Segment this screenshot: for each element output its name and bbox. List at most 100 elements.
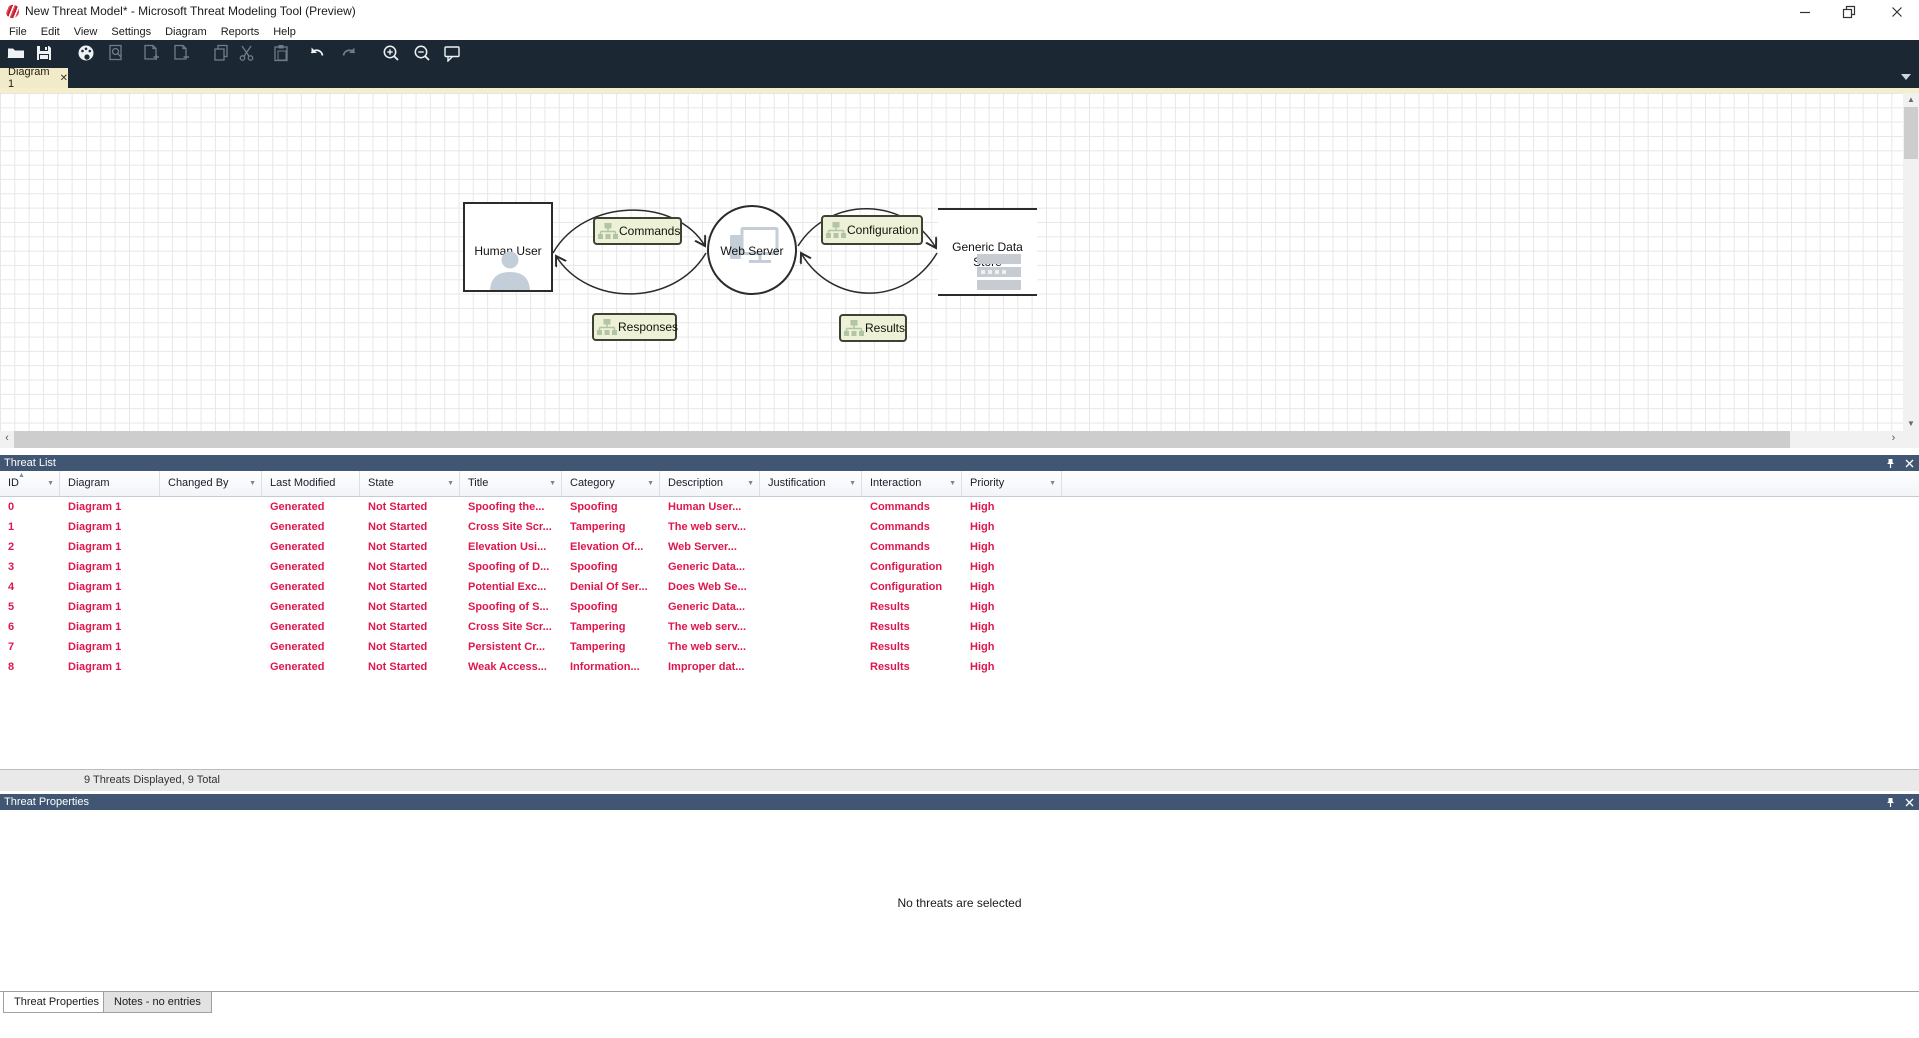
- cell-priority: High: [970, 581, 995, 593]
- bottom-tab-threat[interactable]: Threat Properties: [3, 992, 110, 1013]
- flow-label-responses[interactable]: Responses: [592, 313, 678, 341]
- column-header-interaction[interactable]: Interaction▼: [862, 471, 962, 496]
- zoom-in-icon[interactable]: [382, 44, 402, 62]
- panel-close-icon[interactable]: [1903, 457, 1915, 469]
- canvas-vertical-scrollbar[interactable]: ▲ ▼: [1903, 93, 1919, 431]
- menu-edit[interactable]: Edit: [40, 26, 60, 38]
- scroll-up-icon[interactable]: ▲: [1907, 95, 1915, 104]
- vertical-scroll-thumb[interactable]: [1904, 107, 1918, 159]
- restore-button[interactable]: [1833, 0, 1865, 24]
- node-web-server[interactable]: Web Server: [707, 205, 797, 295]
- cell-diagram: Diagram 1: [68, 641, 122, 653]
- tab-list-dropdown-icon[interactable]: [1901, 74, 1911, 80]
- diagram-canvas[interactable]: Human User Web Server Generic Data Store: [0, 93, 1919, 431]
- panel-close-icon[interactable]: [1903, 796, 1915, 808]
- pin-icon[interactable]: [1884, 457, 1896, 469]
- filter-icon[interactable]: ▼: [747, 480, 754, 487]
- tab-close-icon[interactable]: ✕: [59, 72, 68, 84]
- scroll-left-icon[interactable]: ‹: [5, 432, 9, 444]
- menu-view[interactable]: View: [73, 26, 98, 38]
- scroll-down-icon[interactable]: ▼: [1907, 419, 1915, 428]
- column-header-id[interactable]: ID▲▼: [0, 471, 60, 496]
- filter-icon[interactable]: ▼: [447, 480, 454, 487]
- flow-results-arc[interactable]: [801, 253, 938, 294]
- paste-icon[interactable]: [272, 44, 292, 62]
- undo-icon[interactable]: [308, 44, 328, 62]
- copy-icon[interactable]: [212, 44, 232, 62]
- tab-diagram-1[interactable]: Diagram 1 ✕: [0, 66, 68, 90]
- column-header-diagram[interactable]: Diagram: [60, 471, 160, 496]
- minimize-button[interactable]: [1789, 0, 1821, 24]
- remove-page-icon[interactable]: [172, 44, 192, 62]
- cell-justification: [760, 497, 862, 517]
- filter-icon[interactable]: ▼: [647, 480, 654, 487]
- node-human-user[interactable]: Human User: [463, 202, 553, 292]
- save-icon[interactable]: [35, 44, 55, 62]
- menu-file[interactable]: File: [9, 26, 27, 38]
- column-header-priority[interactable]: Priority▼: [962, 471, 1062, 496]
- column-header-description[interactable]: Description▼: [660, 471, 760, 496]
- cell-interaction: Commands: [870, 501, 930, 513]
- filter-icon[interactable]: ▼: [47, 480, 54, 487]
- canvas-horizontal-scrollbar[interactable]: ‹ ›: [0, 431, 1919, 448]
- column-header-category[interactable]: Category▼: [562, 471, 660, 496]
- node-generic-data-store[interactable]: Generic Data Store: [938, 208, 1037, 296]
- feedback-icon[interactable]: [443, 44, 463, 63]
- cell-description: The web serv...: [668, 621, 747, 633]
- filter-icon[interactable]: ▼: [1049, 480, 1056, 487]
- tab-accent-strip: [0, 88, 1919, 93]
- flow-label-results[interactable]: Results: [839, 314, 907, 342]
- column-header-state[interactable]: State▼: [360, 471, 460, 496]
- cell-id: 4: [8, 581, 15, 593]
- filter-icon[interactable]: ▼: [549, 480, 556, 487]
- menu-settings[interactable]: Settings: [111, 26, 152, 38]
- flow-label-text: Commands: [619, 224, 681, 238]
- menu-reports[interactable]: Reports: [220, 26, 260, 38]
- add-page-icon[interactable]: [142, 44, 162, 62]
- find-document-icon[interactable]: [107, 44, 127, 62]
- cell-id: 2: [8, 541, 15, 553]
- zoom-out-icon[interactable]: [413, 44, 433, 62]
- cell-title: Potential Exc...: [468, 581, 547, 593]
- menu-diagram[interactable]: Diagram: [165, 26, 207, 38]
- pin-icon[interactable]: [1884, 796, 1896, 808]
- filter-icon[interactable]: ▼: [949, 480, 956, 487]
- cell-id: 6: [8, 621, 15, 633]
- cell-interaction: Results: [870, 621, 910, 633]
- redo-icon[interactable]: [340, 44, 360, 62]
- flow-configuration-arc[interactable]: [797, 208, 936, 248]
- cut-icon[interactable]: [238, 44, 258, 62]
- flow-commands-arc[interactable]: [552, 209, 705, 254]
- column-header-last-modified[interactable]: Last Modified: [262, 471, 360, 496]
- filter-icon[interactable]: ▼: [849, 480, 856, 487]
- close-button[interactable]: [1881, 0, 1913, 24]
- column-header-title[interactable]: Title▼: [460, 471, 562, 496]
- filter-icon[interactable]: ▼: [249, 480, 256, 487]
- flow-label-commands[interactable]: Commands: [593, 217, 682, 245]
- scroll-right-icon[interactable]: ›: [1891, 432, 1896, 444]
- bottom-tab-notes[interactable]: Notes - no entries: [103, 992, 212, 1013]
- palette-icon[interactable]: [77, 44, 97, 62]
- cell-category: Information...: [570, 661, 640, 673]
- flow-label-configuration[interactable]: Configuration: [821, 215, 923, 245]
- column-header-justification[interactable]: Justification▼: [760, 471, 862, 496]
- column-header-changed-by[interactable]: Changed By ▼: [160, 471, 262, 496]
- cell-changed_by: [160, 557, 262, 577]
- column-label: Changed By: [168, 477, 229, 489]
- menu-help[interactable]: Help: [273, 26, 296, 38]
- open-icon[interactable]: [7, 44, 27, 62]
- horizontal-scroll-thumb[interactable]: [14, 431, 1790, 448]
- cell-category: Spoofing: [570, 601, 618, 613]
- flow-responses-arc[interactable]: [556, 252, 707, 295]
